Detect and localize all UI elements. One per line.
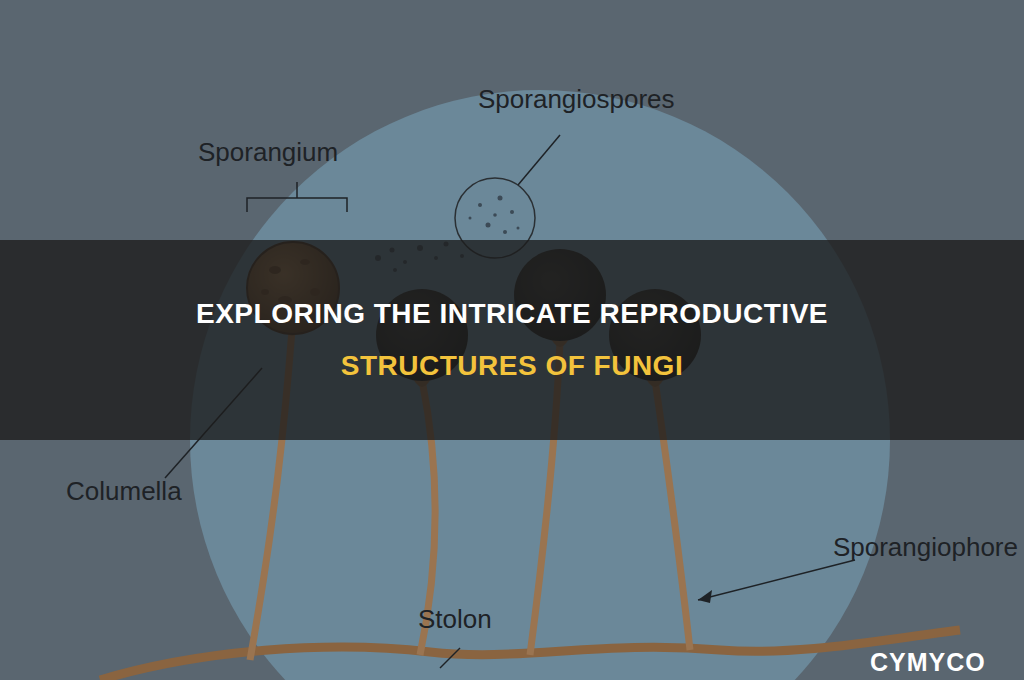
page-title: EXPLORING THE INTRICATE REPRODUCTIVE STR… (132, 288, 892, 392)
watermark: CYMYCO (870, 648, 986, 677)
part-label: Sporangiospores (478, 84, 675, 115)
part-label: Sporangium (198, 137, 338, 168)
arrowhead (698, 590, 712, 603)
part-label: Stolon (418, 604, 492, 635)
part-label: Sporangiophore (833, 532, 1018, 563)
spore-dots (469, 196, 520, 235)
title-band (0, 240, 1024, 440)
part-label: Columella (66, 476, 182, 507)
